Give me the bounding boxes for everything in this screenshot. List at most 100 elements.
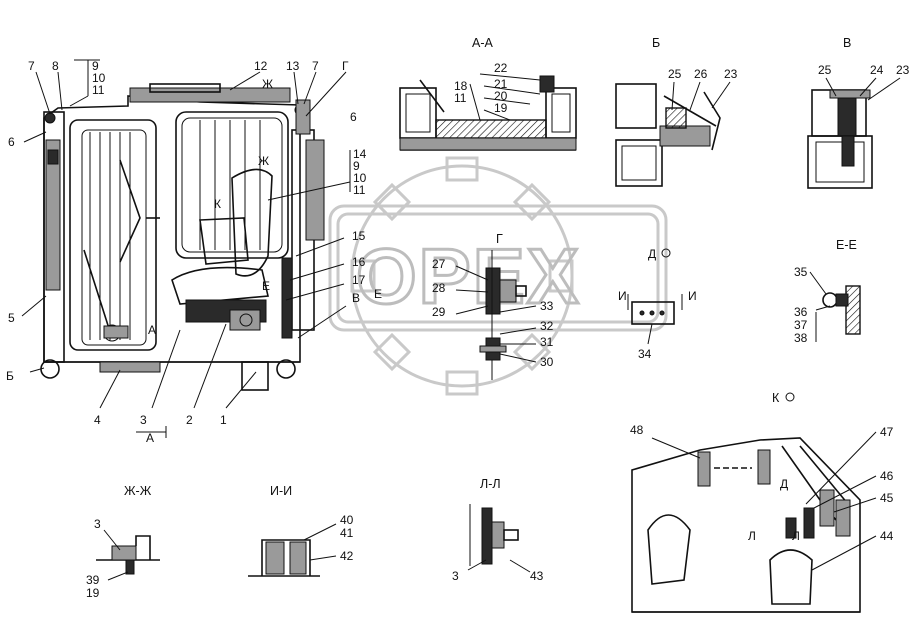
view-mark-a-bottom: А	[146, 431, 154, 445]
callout-27: 27	[432, 257, 446, 271]
view-mark-e-right: Е	[374, 287, 382, 301]
callout-11b: 11	[353, 183, 366, 197]
section-b-title: Б	[652, 36, 660, 50]
callout-4: 4	[94, 413, 101, 427]
detail-d-part-34: Д И И 34	[618, 247, 697, 361]
callout-3c: 3	[452, 569, 459, 583]
view-mark-l-left: Л	[748, 529, 756, 543]
callout-17: 17	[352, 273, 366, 287]
callout-9b: 9	[353, 159, 360, 173]
callout-19b: 19	[86, 586, 100, 600]
callout-32: 32	[540, 319, 554, 333]
view-mark-i-left: И	[618, 289, 627, 303]
view-mark-i-right: И	[688, 289, 697, 303]
callout-8: 8	[52, 59, 59, 73]
section-aa-title: А-А	[472, 36, 494, 50]
callout-46: 46	[880, 469, 894, 483]
callout-10b: 10	[353, 171, 367, 185]
watermark-logo: OPEX	[328, 156, 668, 396]
callout-1: 1	[220, 413, 227, 427]
main-callout-leaders	[21, 59, 351, 409]
callout-25b: 25	[818, 63, 832, 77]
callout-31: 31	[540, 335, 554, 349]
callout-2: 2	[186, 413, 193, 427]
callout-6-right: 6	[350, 110, 357, 124]
callout-29: 29	[432, 305, 446, 319]
view-mark-a: А	[148, 323, 156, 337]
view-mark-b: Б	[6, 369, 14, 383]
callout-11c: 11	[454, 91, 467, 105]
view-mark-zh: Ж	[258, 154, 269, 168]
callout-3: 3	[140, 413, 147, 427]
callout-14: 14	[353, 147, 367, 161]
cab-side-view	[40, 83, 325, 391]
section-zhzh: Ж-Ж 3 39 19	[86, 484, 160, 600]
callout-16: 16	[352, 255, 366, 269]
watermark-text: OPEX	[356, 232, 581, 320]
callout-18: 18	[454, 79, 468, 93]
callout-39: 39	[86, 573, 100, 587]
callout-37: 37	[794, 318, 808, 332]
callout-41: 41	[340, 526, 354, 540]
view-mark-d: Д	[648, 247, 656, 261]
callout-30: 30	[540, 355, 554, 369]
callout-48: 48	[630, 423, 644, 437]
callout-24: 24	[870, 63, 884, 77]
view-mark-l-right: Л	[792, 529, 800, 543]
section-v-title: В	[843, 36, 851, 50]
callout-45: 45	[880, 491, 894, 505]
section-zhzh-title: Ж-Ж	[124, 484, 152, 498]
section-ii: И-И 40 41 42	[248, 484, 354, 577]
section-v: В 25 24 23	[807, 36, 910, 189]
section-b: Б 25 26 23	[615, 36, 738, 187]
callout-12: 12	[254, 59, 268, 73]
view-mark-k: К	[214, 197, 221, 211]
callout-13: 13	[286, 59, 300, 73]
section-ee: Е-Е 35 36 37 38	[794, 238, 861, 345]
callout-43: 43	[530, 569, 544, 583]
callout-26: 26	[694, 67, 708, 81]
callout-28: 28	[432, 281, 446, 295]
callout-15: 15	[352, 229, 366, 243]
view-mark-d-k: Д	[780, 477, 788, 491]
callout-22: 22	[494, 61, 508, 75]
callout-19: 19	[494, 101, 508, 115]
callout-10: 10	[92, 71, 106, 85]
view-k: К 48 47 46 45 44 Д Л Л	[630, 391, 894, 613]
main-callouts: 7 8 9 10 11 12 13 7 Г Ж 6 6 Ж К 14 9 10 …	[6, 59, 382, 445]
callout-3b: 3	[94, 517, 101, 531]
view-mark-g: Г	[342, 59, 349, 73]
callout-6-left: 6	[8, 135, 15, 149]
detail-g: Г 27 28 29 33 32 31 30	[432, 232, 554, 380]
callout-7: 7	[28, 59, 35, 73]
callout-11: 11	[92, 83, 105, 97]
callout-25: 25	[668, 67, 682, 81]
callout-35: 35	[794, 265, 808, 279]
section-ll: Л-Л 3 43	[452, 477, 544, 583]
callout-5: 5	[8, 311, 15, 325]
callout-23: 23	[724, 67, 738, 81]
callout-33: 33	[540, 299, 554, 313]
view-k-title: К	[772, 391, 780, 405]
callout-9: 9	[92, 59, 99, 73]
callout-21: 21	[494, 77, 508, 91]
callout-36: 36	[794, 305, 808, 319]
callout-47: 47	[880, 425, 894, 439]
section-ee-title: Е-Е	[836, 238, 857, 252]
section-aa: А-А 22 18 11 21 20 19	[399, 36, 577, 151]
callout-40: 40	[340, 513, 354, 527]
callout-38: 38	[794, 331, 808, 345]
section-ii-title: И-И	[270, 484, 292, 498]
view-mark-zh-top: Ж	[262, 77, 273, 91]
section-ll-title: Л-Л	[480, 477, 501, 491]
callout-23b: 23	[896, 63, 910, 77]
view-mark-v: В	[352, 291, 360, 305]
detail-g-title: Г	[496, 232, 503, 246]
callout-42: 42	[340, 549, 354, 563]
view-mark-e: Е	[262, 279, 270, 293]
callout-44: 44	[880, 529, 894, 543]
callout-7b: 7	[312, 59, 319, 73]
callout-34: 34	[638, 347, 652, 361]
callout-20: 20	[494, 89, 508, 103]
